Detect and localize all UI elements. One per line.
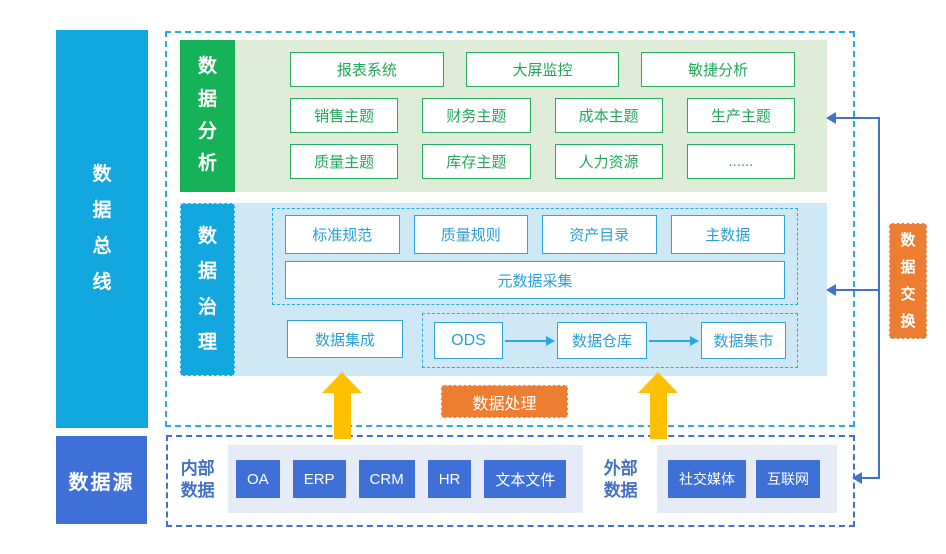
external-items-strip: 社交媒体 互联网: [657, 445, 837, 513]
pipeline-box-mart: 数据集市: [701, 322, 786, 359]
analysis-box: 成本主题: [554, 98, 663, 133]
source-item-box: 互联网: [756, 460, 820, 498]
analysis-panel: 报表系统 大屏监控 敏捷分析 销售主题 财务主题 成本主题 生产主题 质量主题 …: [235, 40, 827, 192]
governance-rules-row: 标准规范 质量规则 资产目录 主数据: [285, 215, 785, 254]
source-item-box: 文本文件: [484, 460, 567, 498]
analysis-box: 质量主题: [290, 144, 399, 179]
up-arrow-icon: [322, 372, 362, 439]
analysis-box: 生产主题: [686, 98, 795, 133]
analysis-box: 人力资源: [554, 144, 663, 179]
internal-items-strip: OA ERP CRM HR 文本文件: [228, 445, 583, 513]
governance-box: 主数据: [670, 215, 785, 254]
exchange-branch-line: [835, 117, 880, 119]
source-item-box: CRM: [358, 460, 415, 498]
arrow-right-icon: [505, 335, 555, 346]
analysis-row-3: 质量主题 库存主题 人力资源 ......: [290, 144, 795, 179]
analysis-label-text: 数据分析: [197, 56, 217, 175]
governance-rules-container: 标准规范 质量规则 资产目录 主数据 元数据采集: [272, 208, 798, 305]
analysis-box: 销售主题: [290, 98, 399, 133]
source-item-box: OA: [236, 460, 280, 498]
analysis-box: 大屏监控: [465, 52, 620, 87]
exchange-branch-line: [861, 477, 880, 479]
governance-box: 质量规则: [413, 215, 528, 254]
up-arrow-head: [638, 372, 678, 393]
governance-box: 资产目录: [542, 215, 657, 254]
pipeline-box-ods: ODS: [434, 322, 503, 359]
up-arrow-shaft: [649, 393, 667, 439]
data-processing-box: 数据处理: [441, 385, 568, 418]
source-item-box: 社交媒体: [668, 460, 746, 498]
source-item-box: HR: [427, 460, 472, 498]
governance-label-text: 数据治理: [197, 226, 217, 353]
up-arrow-head: [322, 372, 362, 393]
data-exchange-label: 数据交换: [900, 232, 916, 330]
data-exchange-box: 数据交换: [889, 223, 927, 339]
arrow-left-icon: [826, 284, 836, 296]
data-bus-bar: 数据总线: [56, 30, 148, 428]
governance-panel: 标准规范 质量规则 资产目录 主数据 元数据采集 数据集成 ODS 数据仓库 数…: [235, 203, 827, 376]
analysis-box: ......: [686, 144, 795, 179]
analysis-row-1: 报表系统 大屏监控 敏捷分析: [290, 52, 796, 87]
arrow-left-icon: [852, 472, 862, 484]
analysis-box: 财务主题: [422, 98, 531, 133]
governance-section-label: 数据治理: [180, 203, 235, 376]
exchange-branch-line: [835, 289, 880, 291]
governance-box: 标准规范: [285, 215, 400, 254]
internal-data-label: 内部数据: [180, 459, 215, 501]
analysis-box: 库存主题: [422, 144, 531, 179]
analysis-row-2: 销售主题 财务主题 成本主题 生产主题: [290, 98, 795, 133]
analysis-section-label: 数据分析: [180, 40, 235, 192]
analysis-box: 敏捷分析: [641, 52, 796, 87]
arrow-left-icon: [826, 112, 836, 124]
up-arrow-icon: [638, 372, 678, 439]
external-data-label: 外部数据: [603, 459, 638, 501]
up-arrow-shaft: [333, 393, 351, 439]
arrow-right-icon: [649, 335, 699, 346]
metadata-collection-box: 元数据采集: [285, 261, 785, 299]
data-bus-label: 数据总线: [92, 163, 112, 294]
source-item-box: ERP: [292, 460, 346, 498]
exchange-connector-line: [878, 117, 880, 478]
pipeline-box-warehouse: 数据仓库: [557, 322, 647, 359]
pipeline-container: ODS 数据仓库 数据集市: [422, 313, 798, 368]
data-source-box: 数据源: [56, 436, 147, 524]
analysis-box: 报表系统: [290, 52, 444, 87]
data-integration-box: 数据集成: [287, 320, 403, 358]
